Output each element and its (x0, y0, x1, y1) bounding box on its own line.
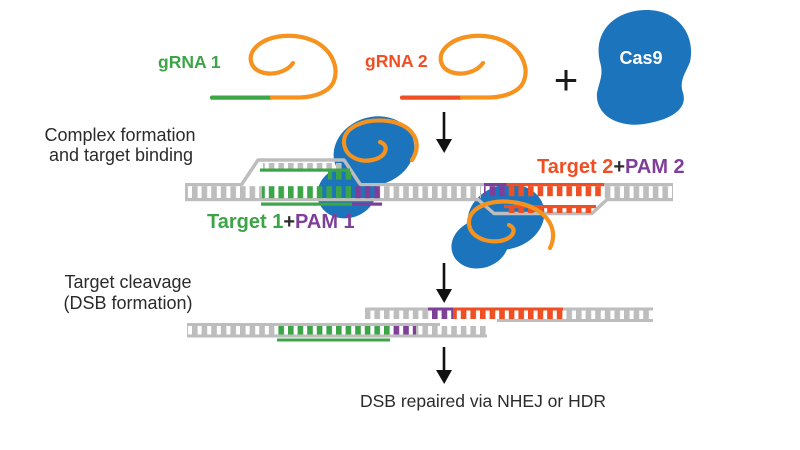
grna2-label: gRNA 2 (365, 51, 428, 71)
site2-label: Target 2+PAM 2 (537, 156, 685, 178)
down-arrow-1-icon (436, 112, 452, 153)
step2-caption-line1: Target cleavage (64, 272, 191, 292)
result-caption: DSB repaired via NHEJ or HDR (360, 391, 606, 411)
site2-plus: + (613, 156, 625, 178)
target2-cleaved-rungs (453, 310, 563, 319)
dna-ladder (185, 183, 673, 206)
rloop-site1 (240, 158, 362, 186)
cas9-protein: Cas9 (596, 9, 692, 125)
down-arrow-3-icon (436, 347, 452, 384)
grna2-molecule (400, 33, 528, 100)
target1-label: Target 1 (207, 211, 283, 233)
pam2-strand-segment (484, 183, 507, 187)
cas9-grna2-complex-blob (451, 184, 545, 269)
grna1-spacer-segment (210, 95, 273, 100)
step1-caption-line2: and target binding (49, 145, 193, 165)
cleaved-fragment-right (365, 307, 653, 322)
target1-underline (261, 202, 352, 206)
step2-caption-line2: (DSB formation) (63, 293, 192, 313)
site1-label: Target 1+PAM 1 (207, 211, 355, 233)
grna2-spacer-segment (400, 95, 463, 100)
target2-label: Target 2 (537, 156, 613, 178)
down-arrow-2-icon (436, 263, 452, 303)
grna2-hybrid-strand (504, 205, 596, 209)
pam2-label: PAM 2 (625, 156, 685, 178)
target2-strand-segment (506, 183, 604, 187)
target2-site-rungs (507, 186, 601, 197)
plus-sign: + (554, 56, 579, 103)
complex2-grna-curl (466, 199, 556, 251)
grna1-scaffold-curl (248, 33, 338, 100)
target1-cleaved-rungs (277, 326, 390, 335)
pam1-underline (352, 202, 382, 206)
grna1-hybrid-strand (260, 168, 350, 172)
site1-plus: + (283, 211, 295, 233)
cleaved-fragment-left (187, 323, 487, 342)
complex1-grna-curl (341, 118, 419, 163)
cas9-blob (596, 9, 692, 125)
pam1-cleaved-rungs (390, 326, 416, 335)
pam2-cleaved-rungs (428, 310, 453, 319)
pam2-site-rungs (484, 186, 507, 197)
target1-cleaved-underline (277, 338, 390, 342)
step1-caption-line1: Complex formation (44, 125, 195, 145)
grna2-scaffold-curl (438, 33, 528, 100)
target1-site-rungs (262, 186, 351, 199)
pam1-site-rungs (351, 186, 381, 199)
grna1-label: gRNA 1 (158, 52, 221, 72)
cas9-label: Cas9 (619, 48, 662, 68)
pam1-label: PAM 1 (295, 211, 355, 233)
grna1-molecule (210, 33, 338, 100)
